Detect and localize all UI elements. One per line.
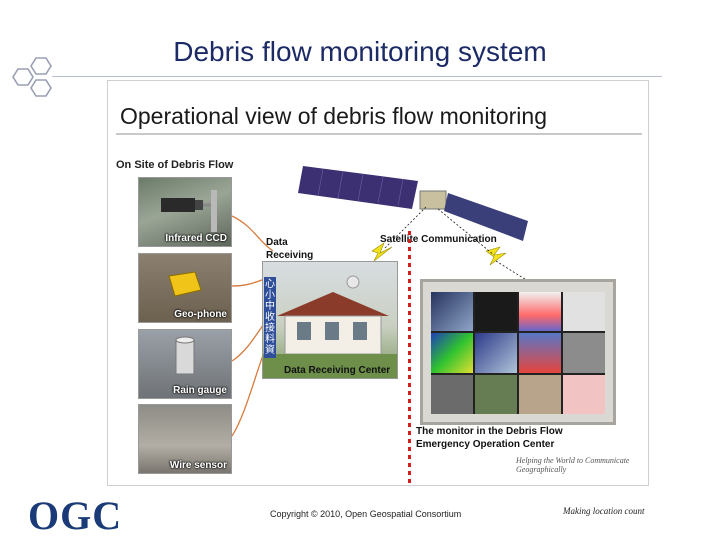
sensor-label: Rain gauge bbox=[173, 385, 227, 396]
sensor-wire: Wire sensor bbox=[138, 404, 232, 474]
slide-title: Debris flow monitoring system bbox=[173, 36, 547, 67]
site-label: On Site of Debris Flow bbox=[116, 159, 234, 171]
help-note: Helping the World to Communicate Geograp… bbox=[516, 456, 630, 474]
hexagon-deco-icon bbox=[12, 57, 52, 97]
data-receiving-center-photo bbox=[262, 261, 398, 379]
lightning-icon bbox=[371, 242, 507, 266]
satellite-communication-label: Satellite Communication bbox=[380, 234, 497, 245]
building-icon bbox=[263, 275, 397, 378]
satellite-icon bbox=[298, 166, 528, 241]
geophone-icon bbox=[168, 271, 202, 297]
sensor-label: Wire sensor bbox=[169, 460, 227, 471]
sensor-geophone: Geo-phone bbox=[138, 253, 232, 323]
center-chinese-label: 心 小 中 收 接 料 資 bbox=[264, 277, 276, 358]
monitor-screens bbox=[431, 292, 605, 414]
rain-gauge-icon bbox=[175, 336, 195, 375]
red-dotted-line bbox=[408, 231, 411, 485]
data-receiving-center-label: Data Receiving Center bbox=[284, 365, 391, 376]
monitoring-figure: Operational view of debris flow monitori… bbox=[107, 80, 649, 486]
monitor-caption: The monitor in the Debris Flow Emergency… bbox=[416, 426, 563, 450]
sensor-rain-gauge: Rain gauge bbox=[138, 329, 232, 399]
camera-icon bbox=[161, 190, 217, 232]
monitor-wall bbox=[420, 279, 616, 425]
connector-lines bbox=[231, 166, 529, 437]
sensor-label: Geo-phone bbox=[174, 309, 227, 320]
tagline-text: Making location count bbox=[563, 506, 645, 516]
figure-rule bbox=[116, 133, 642, 135]
title-rule bbox=[52, 76, 662, 77]
figure-title: Operational view of debris flow monitori… bbox=[120, 103, 547, 129]
ogc-logo: OGC bbox=[28, 493, 123, 538]
copyright-text: Copyright © 2010, Open Geospatial Consor… bbox=[270, 509, 462, 519]
sensor-infrared-ccd: Infrared CCD bbox=[138, 177, 232, 247]
data-receiving-label: Data Receiving bbox=[266, 237, 314, 261]
sensor-label: Infrared CCD bbox=[165, 233, 227, 244]
